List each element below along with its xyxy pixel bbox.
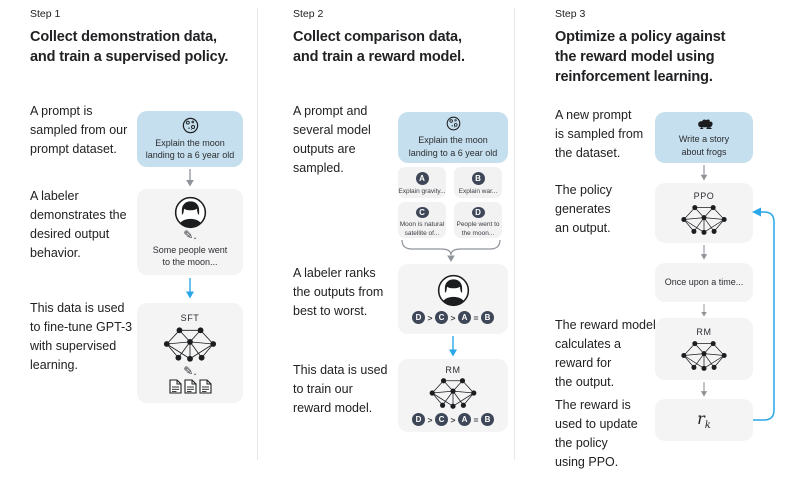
documents-icon — [169, 379, 212, 394]
prompt-box: Explain the moon landing to a 6 year old — [137, 111, 243, 167]
model-output-card: D People went to the moon... — [454, 202, 502, 238]
column-divider — [514, 8, 515, 460]
arrow-down-icon — [698, 245, 710, 260]
labeler-icon — [174, 196, 207, 229]
labeler-icon — [437, 274, 470, 307]
ranking-operator: > — [427, 414, 433, 425]
step-2-heading: Collect comparison data, and train a rew… — [293, 29, 465, 65]
document-icon — [184, 379, 197, 394]
ranking: D > C > A = B — [412, 311, 494, 324]
reward-box: rk — [655, 399, 753, 441]
moon-icon — [182, 117, 199, 134]
step-3-caption-reward: The reward model calculates a reward for… — [555, 318, 656, 389]
prompt-box: Write a story about frogs — [655, 112, 753, 163]
ranking-operator: > — [450, 414, 456, 425]
model-label: PPO — [693, 190, 715, 201]
neural-network-icon — [163, 325, 217, 363]
demonstration-text: Some people went to the moon... — [152, 244, 228, 267]
sft-model-box: SFT ✎. — [137, 303, 243, 403]
rm-model-box: RM D > C > A = B — [398, 359, 508, 432]
model-output-card: C Moon is natural satellite of... — [398, 202, 446, 238]
rm-model-box: RM — [655, 318, 753, 380]
frog-icon — [695, 117, 714, 130]
ranking-badge: A — [457, 413, 471, 426]
neural-network-icon — [681, 203, 727, 236]
output-text: Once upon a time... — [664, 277, 744, 288]
output-text: People went to the moon... — [456, 221, 500, 237]
ranking-operator: > — [427, 312, 433, 323]
step-2-caption-ranks: A labeler ranks the outputs from best to… — [293, 266, 384, 318]
prompt-box: Explain the moon landing to a 6 year old — [398, 112, 508, 163]
output-id-badge: D — [471, 207, 485, 219]
ranking-badge: D — [412, 413, 426, 426]
step-3-caption-policy: The policy generates an output. — [555, 183, 612, 235]
arrow-down-icon — [184, 169, 196, 187]
document-icon — [199, 379, 212, 394]
model-label: RM — [696, 326, 712, 337]
labeler-ranking-box: D > C > A = B — [398, 264, 508, 334]
model-label: RM — [445, 365, 461, 375]
step-3-caption-prompt: A new prompt is sampled from the dataset… — [555, 108, 644, 160]
step-1-caption-labeler: A labeler demonstrates the desired outpu… — [30, 189, 127, 260]
neural-network-icon — [681, 339, 727, 372]
ranking-operator: = — [473, 414, 479, 425]
column-divider — [257, 8, 258, 460]
step-1-label: Step 1 — [30, 8, 61, 20]
ranking-badge: A — [457, 311, 471, 324]
prompt-text: Explain the moon landing to a 6 year old — [145, 137, 235, 160]
output-id-badge: B — [471, 172, 485, 185]
ranking: D > C > A = B — [412, 413, 494, 426]
model-output-card: B Explain war... — [454, 167, 502, 198]
step-1-heading: Collect demonstration data, and train a … — [30, 29, 229, 65]
ranking-badge: C — [435, 413, 449, 426]
pencil-icon: ✎. — [183, 227, 197, 242]
document-icon — [169, 379, 182, 394]
output-box: Once upon a time... — [655, 263, 753, 302]
step-3-caption-update: The reward is used to update the policy … — [555, 398, 638, 469]
step-1-caption-finetune: This data is used to fine-tune GPT-3 wit… — [30, 301, 133, 372]
arrow-down-icon — [698, 304, 710, 317]
step-1-caption-prompt: A prompt is sampled from our prompt data… — [30, 104, 128, 156]
step-2-label: Step 2 — [293, 8, 324, 20]
pencil-icon: ✎. — [183, 363, 197, 378]
step-3-heading: Optimize a policy against the reward mod… — [555, 29, 726, 85]
neural-network-icon — [429, 376, 477, 410]
arrow-down-icon — [698, 382, 710, 397]
step-3-label: Step 3 — [555, 8, 586, 20]
output-text: Explain war... — [458, 188, 498, 195]
ranking-badge: D — [412, 311, 426, 324]
output-id-badge: A — [415, 172, 429, 185]
prompt-text: Explain the moon landing to a 6 year old — [408, 135, 498, 158]
ranking-badge: C — [435, 311, 449, 324]
merge-brace-icon — [401, 240, 501, 262]
ranking-badge: B — [480, 311, 494, 324]
ranking-badge: B — [480, 413, 494, 426]
reward-value: rk — [697, 408, 711, 432]
arrow-down-blue-icon — [447, 336, 459, 357]
ranking-operator: = — [473, 312, 479, 323]
prompt-text: Write a story about frogs — [678, 134, 730, 157]
moon-icon — [446, 116, 461, 131]
model-output-card: A Explain gravity... — [398, 167, 446, 198]
output-id-badge: C — [415, 207, 429, 219]
ranking-operator: > — [450, 312, 456, 323]
step-2-caption-sampled: A prompt and several model outputs are s… — [293, 104, 371, 175]
feedback-arrow-icon — [752, 207, 775, 421]
arrow-down-icon — [698, 165, 710, 181]
labeler-box: ✎. Some people went to the moon... — [137, 189, 243, 275]
arrow-down-blue-icon — [184, 278, 196, 299]
output-text: Explain gravity... — [398, 188, 446, 195]
ppo-model-box: PPO — [655, 183, 753, 243]
model-label: SFT — [180, 312, 200, 323]
output-text: Moon is natural satellite of... — [399, 221, 445, 237]
step-2-caption-train-rm: This data is used to train our reward mo… — [293, 363, 388, 415]
